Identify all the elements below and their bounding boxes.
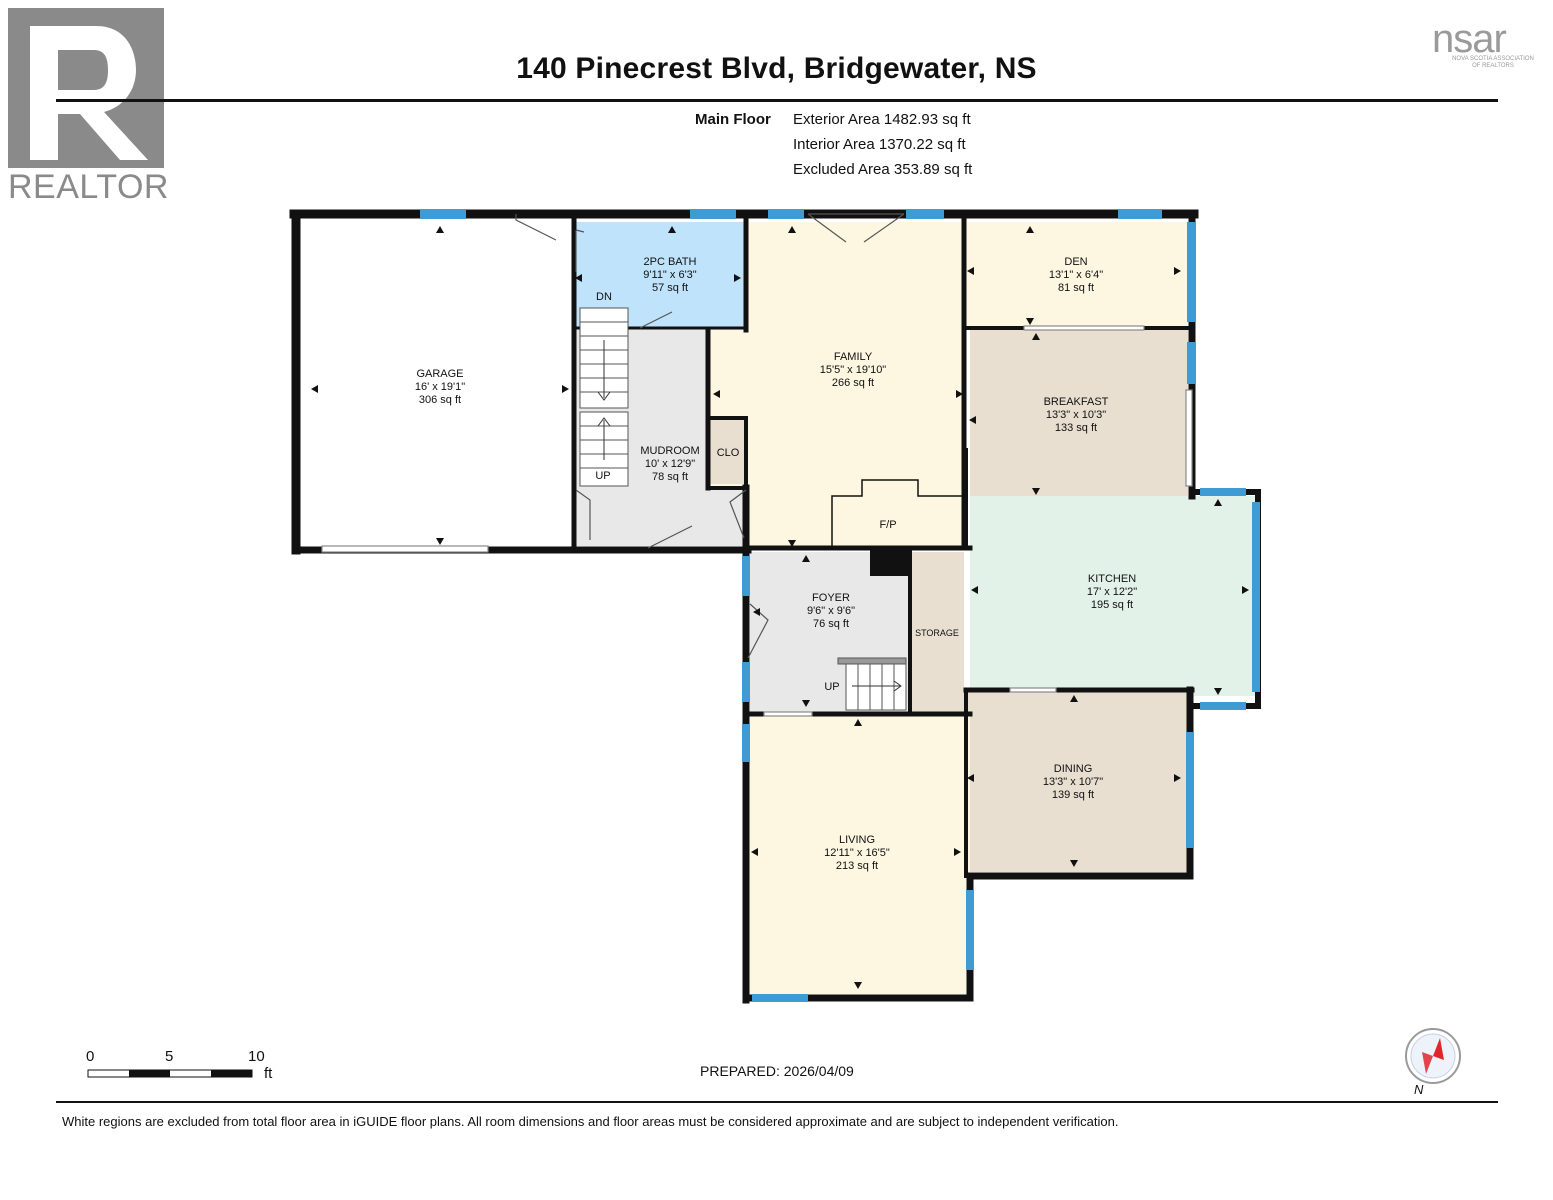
stairs-mudroom (579, 307, 629, 487)
den-fill (966, 222, 1188, 328)
chimney (870, 550, 912, 576)
title-divider (56, 99, 1498, 102)
family-fill (708, 222, 964, 548)
prepared-date: PREPARED: 2026/04/09 (700, 1063, 854, 1079)
garage-dims: 16' x 19'1" (415, 381, 465, 393)
bath-dims: 9'11" x 6'3" (643, 269, 696, 281)
stairs-down-label: DN (596, 291, 612, 303)
foyer-name: FOYER (812, 592, 850, 604)
mudroom-name: MUDROOM (640, 445, 699, 457)
den-dims: 13'1" x 6'4" (1049, 269, 1103, 281)
disclaimer: White regions are excluded from total fl… (62, 1114, 1119, 1129)
nsar-logo: nsar (1432, 17, 1507, 61)
scale-unit: ft (264, 1065, 273, 1082)
compass-icon (1405, 1028, 1461, 1084)
living-name: LIVING (839, 834, 875, 846)
kitchen-area: 195 sq ft (1091, 599, 1133, 611)
stairs-up-label-mudroom: UP (595, 470, 610, 482)
nsar-subtitle-line2: OF REALTORS (1472, 63, 1514, 69)
scale-tick-10: 10 (248, 1048, 265, 1065)
den-name: DEN (1064, 256, 1087, 268)
living-area: 213 sq ft (836, 860, 878, 872)
living-fill (748, 716, 970, 994)
family-name: FAMILY (834, 351, 873, 363)
nsar-subtitle-line1: NOVA SCOTIA ASSOCIATION (1452, 56, 1534, 62)
realtor-logo (8, 8, 164, 170)
garage-fill (300, 222, 574, 548)
kitchen-fill (970, 496, 1256, 696)
living-dims: 12'11" x 16'5" (824, 847, 890, 859)
page-title: 140 Pinecrest Blvd, Bridgewater, NS (516, 52, 1037, 85)
garage-name: GARAGE (416, 368, 463, 380)
family-area: 266 sq ft (832, 377, 874, 389)
interior-area: Interior Area 1370.22 sq ft (793, 136, 966, 153)
dining-name: DINING (1054, 763, 1093, 775)
floor-label: Main Floor (695, 111, 771, 128)
mudroom-dims: 10' x 12'9" (645, 458, 695, 470)
dining-area: 139 sq ft (1052, 789, 1094, 801)
kitchen-name: KITCHEN (1088, 573, 1136, 585)
closet-fill (708, 418, 746, 484)
bath-area: 57 sq ft (652, 282, 688, 294)
scale-tick-5: 5 (165, 1048, 174, 1065)
dimension-markers (311, 226, 1249, 989)
breakfast-area: 133 sq ft (1055, 422, 1097, 434)
footer-divider (56, 1101, 1498, 1103)
breakfast-name: BREAKFAST (1044, 396, 1109, 408)
scale-tick-0: 0 (86, 1048, 95, 1065)
family-dims: 15'5" x 19'10" (820, 364, 887, 376)
breakfast-fill (970, 330, 1188, 496)
storage-fill (912, 552, 964, 712)
excluded-area: Excluded Area 353.89 sq ft (793, 161, 973, 178)
fireplace-outline (831, 479, 964, 546)
breakfast-dims: 13'3" x 10'3" (1046, 409, 1106, 421)
realtor-r-mark (8, 8, 164, 170)
foyer-dims: 9'6" x 9'6" (807, 605, 855, 617)
dining-fill (966, 692, 1188, 872)
mudroom-area: 78 sq ft (652, 471, 688, 483)
bath-name: 2PC BATH (644, 256, 697, 268)
realtor-wordmark: REALTOR (8, 168, 169, 206)
fireplace-label: F/P (879, 519, 896, 531)
dining-dims: 13'3" x 10'7" (1043, 776, 1103, 788)
doors (321, 213, 1193, 717)
scale-bar (87, 1069, 253, 1078)
exterior-area: Exterior Area 1482.93 sq ft (793, 111, 971, 128)
foyer-area: 76 sq ft (813, 618, 849, 630)
compass-north-label: N (1414, 1082, 1424, 1097)
kitchen-dims: 17' x 12'2" (1087, 586, 1137, 598)
closet-label: CLO (717, 447, 740, 459)
windows (420, 210, 1260, 1002)
stairs-up-label-foyer: UP (824, 681, 839, 693)
stairs-foyer (837, 657, 907, 711)
storage-label: STORAGE (915, 628, 959, 638)
garage-area: 306 sq ft (419, 394, 461, 406)
den-area: 81 sq ft (1058, 282, 1094, 294)
